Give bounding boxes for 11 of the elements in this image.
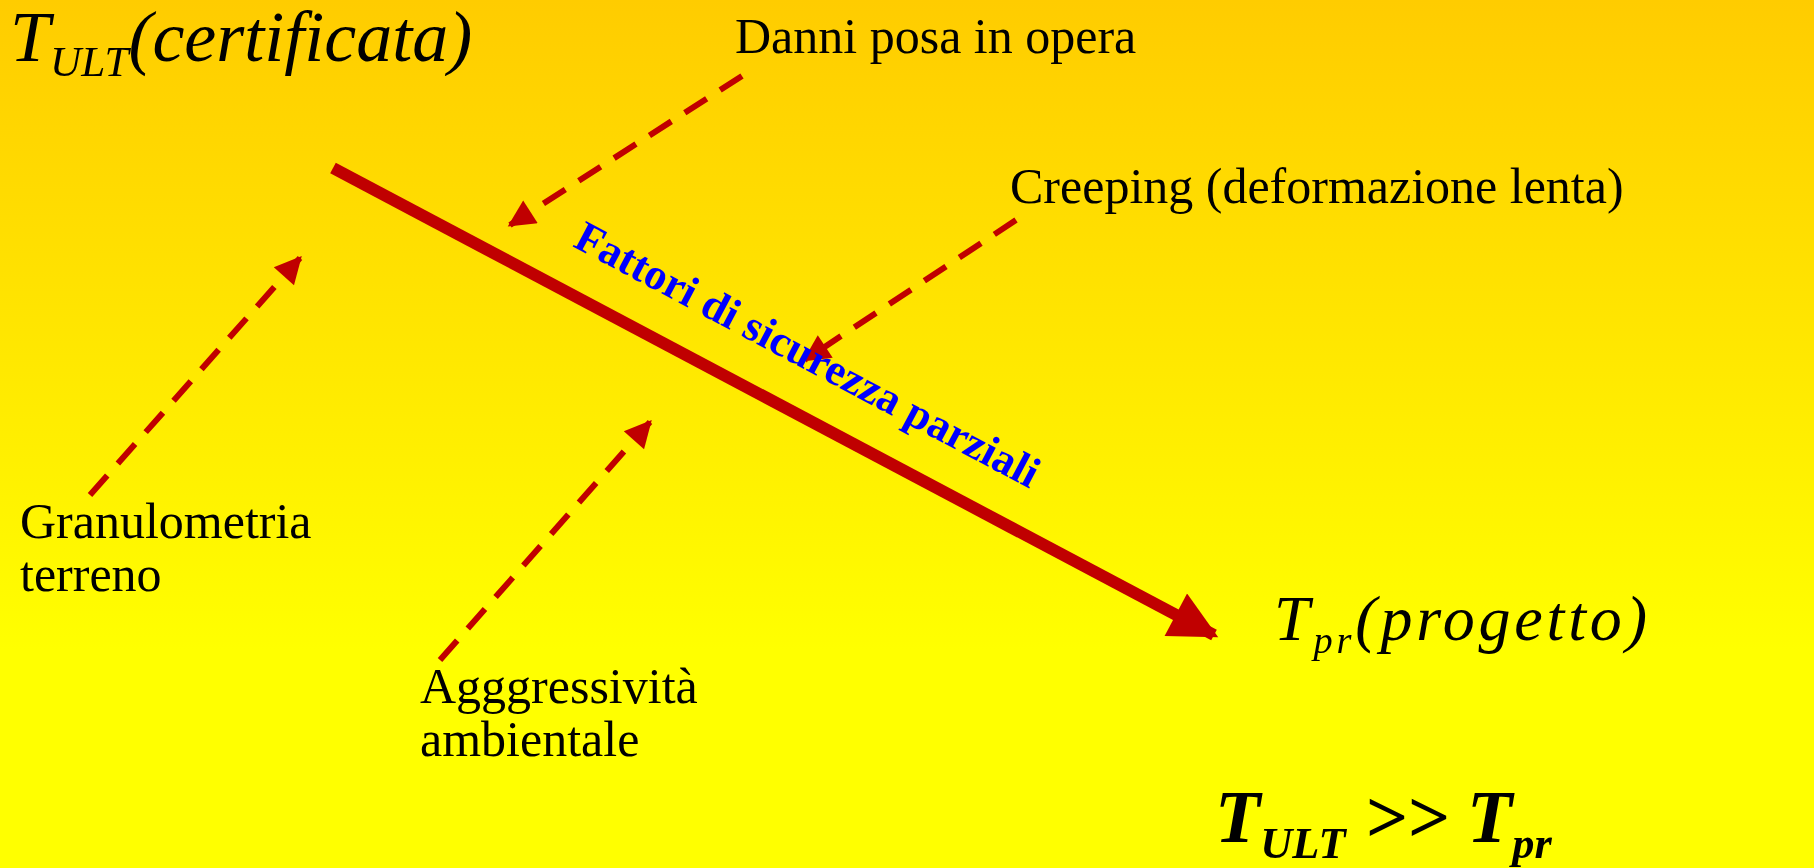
formula-text: T$_{ULT}$ >> T$_{pr}$ (1215, 780, 1552, 865)
factor-text: Creeping (deformazione lenta) (1010, 160, 1624, 213)
formula-text: T$_{ULT}$(certificata) (10, 0, 473, 85)
factor-text: Danni posa in opera (735, 10, 1137, 63)
arrow (330, 162, 1219, 641)
dashed-arrow (437, 420, 653, 662)
factor-text: Agggressività ambientale (420, 660, 699, 765)
factor-text: Granulometria terreno (20, 495, 313, 600)
formula-text: T$_{pr}$(progetto) (1274, 585, 1651, 661)
dashed-arrow (507, 73, 744, 228)
dashed-arrow (87, 256, 303, 497)
